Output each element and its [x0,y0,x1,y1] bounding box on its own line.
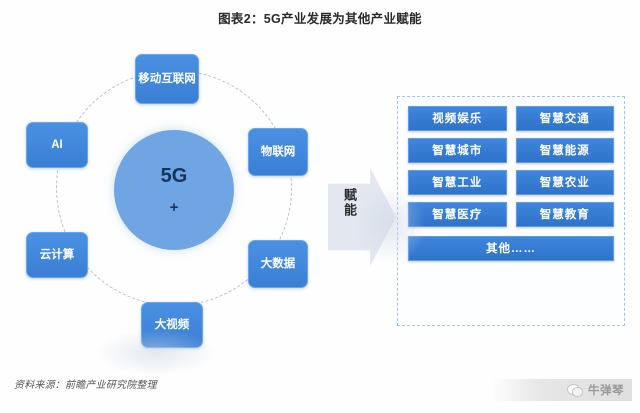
applications-panel: 视频娱乐 智慧交通 智慧城市 智慧能源 智慧工业 智慧农业 智慧医疗 智慧教育 … [397,96,625,326]
ecosystem-diagram: 5G + 移动互联网 物联网 大数据 大视频 云计算 AI [8,32,348,362]
node-ai[interactable]: AI [26,122,88,168]
core-plus-sign: + [169,198,179,216]
app-box-smart-healthcare[interactable]: 智慧医疗 [408,202,507,227]
app-box-smart-industry[interactable]: 智慧工业 [408,170,507,195]
node-mobile-internet[interactable]: 移动互联网 [135,54,199,104]
watermark: 牛弹琴 [492,379,632,401]
node-iot[interactable]: 物联网 [248,128,308,176]
core-5g-circle: 5G + [114,130,234,250]
wechat-bubble-small [572,387,583,397]
app-box-other[interactable]: 其他…… [408,236,614,261]
app-box-smart-energy[interactable]: 智慧能源 [515,138,614,163]
app-box-smart-agriculture[interactable]: 智慧农业 [515,170,614,195]
node-bigvideo[interactable]: 大视频 [141,302,203,348]
app-box-smart-education[interactable]: 智慧教育 [515,202,614,227]
app-box-video-entertainment[interactable]: 视频娱乐 [408,106,507,131]
core-label: 5G [160,164,188,187]
applications-grid: 视频娱乐 智慧交通 智慧城市 智慧能源 智慧工业 智慧农业 智慧医疗 智慧教育 [408,106,614,227]
arrow-label: 赋能 [342,188,357,218]
enabling-arrow: 赋能 [328,168,396,266]
wechat-icon [567,383,583,397]
app-box-smart-transportation[interactable]: 智慧交通 [515,106,614,131]
watermark-text: 牛弹琴 [588,385,624,397]
app-box-smart-city[interactable]: 智慧城市 [408,138,507,163]
node-cloud-computing[interactable]: 云计算 [26,232,88,278]
source-note: 资料来源：前瞻产业研究院整理 [14,380,157,391]
node-bigdata[interactable]: 大数据 [248,240,308,288]
page-title: 图表2：5G产业发展为其他产业赋能 [218,12,422,26]
